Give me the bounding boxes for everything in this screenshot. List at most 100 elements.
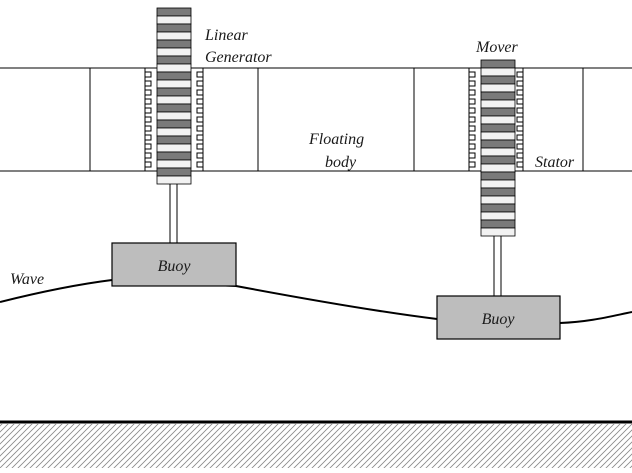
mover-left-segment [156, 119, 192, 129]
mover-left-segment [156, 167, 192, 177]
buoy-left-label: Buoy [158, 258, 192, 275]
stator-right-tooth [516, 71, 523, 78]
stator-left-tooth [145, 107, 152, 114]
mover-left-segment [156, 15, 192, 25]
buoy-right-label: Buoy [482, 311, 516, 328]
stator-teeth-right [469, 71, 523, 168]
mover-right-segment [480, 211, 516, 221]
mover-label: Mover [475, 39, 519, 56]
mover-left-segment [156, 159, 192, 169]
stator-right-tooth [469, 89, 476, 96]
mover-right-segment [480, 147, 516, 157]
stator-right-tooth [469, 143, 476, 150]
stator-right-tooth [469, 116, 476, 123]
stator-teeth-left [145, 71, 203, 168]
buoy-right [436, 295, 561, 340]
stator-right-tooth [516, 152, 523, 159]
mover-right-segment [480, 67, 516, 77]
wave-curve [0, 278, 632, 325]
linear-generator-label-line2: Generator [205, 49, 272, 66]
mover-left-segment [156, 103, 192, 113]
stator-left-tooth [145, 80, 152, 87]
stator-left-tooth [145, 161, 152, 168]
stator-left-tooth [196, 98, 203, 105]
mover-right-segment [480, 195, 516, 205]
stator-left-tooth [196, 134, 203, 141]
stator-left-tooth [145, 89, 152, 96]
stator-left-tooth [196, 143, 203, 150]
mover-left-segment [156, 175, 192, 185]
mover-right-segment [480, 155, 516, 165]
mover-left-segment [156, 111, 192, 121]
mover-left-segment [156, 127, 192, 137]
stator-right-tooth [469, 125, 476, 132]
mover-right-segment [480, 179, 516, 189]
stator-right-tooth [516, 161, 523, 168]
stator-right-tooth [516, 116, 523, 123]
buoy-left [111, 242, 237, 287]
stator-housing-left [89, 67, 259, 172]
wave-label: Wave [10, 271, 44, 288]
mover-left-segment [156, 39, 192, 49]
stator-right-tooth [469, 134, 476, 141]
stator-right-tooth [469, 161, 476, 168]
stator-right-tooth [469, 71, 476, 78]
stator-left-tooth [196, 125, 203, 132]
mover-left-segment [156, 143, 192, 153]
mover-left-segment [156, 31, 192, 41]
stator-housing-right [413, 67, 584, 172]
stator-left-tooth [196, 152, 203, 159]
stator-right-tooth [469, 107, 476, 114]
shaft-right [493, 236, 502, 296]
mover-right-segment [480, 131, 516, 141]
stator-right-tooth [516, 80, 523, 87]
mover-left-segment [156, 71, 192, 81]
mover-left-segment [156, 47, 192, 57]
floating-body-label-line2: body [325, 154, 357, 171]
stator-left-tooth [196, 161, 203, 168]
sea-floor [0, 420, 632, 468]
stator-right-tooth [516, 89, 523, 96]
mover-right-segment [480, 59, 516, 69]
mover-left-segment [156, 151, 192, 161]
mover-right-segment [480, 227, 516, 237]
mover-right-segment [480, 115, 516, 125]
stator-right-tooth [469, 152, 476, 159]
stator-label: Stator [535, 154, 575, 171]
stator-left-tooth [145, 143, 152, 150]
mover-left-segment [156, 23, 192, 33]
mover-right-segment [480, 99, 516, 109]
stator-right-tooth [469, 98, 476, 105]
mover-right-segment [480, 203, 516, 213]
stator-left-tooth [145, 152, 152, 159]
stator-left-tooth [196, 80, 203, 87]
stator-right-tooth [469, 80, 476, 87]
mover-left-segment [156, 55, 192, 65]
stator-right-tooth [516, 125, 523, 132]
stator-left-tooth [145, 125, 152, 132]
mover-left-segment [156, 87, 192, 97]
mover-right-segment [480, 91, 516, 101]
stator-left-tooth [145, 98, 152, 105]
floating-body-label-line1: Floating [308, 131, 364, 148]
mover-right-segment [480, 163, 516, 173]
mover-right-segment [480, 75, 516, 85]
stator-left-tooth [145, 116, 152, 123]
mover-left-segment [156, 135, 192, 145]
stator-left-tooth [196, 89, 203, 96]
linear-generator-label-line1: Linear [204, 27, 248, 44]
mover-right-segment [480, 139, 516, 149]
shaft-left [169, 184, 178, 243]
stator-left-tooth [196, 71, 203, 78]
mover-left-segment [156, 7, 192, 17]
stator-left-tooth [145, 134, 152, 141]
mover-left-segment [156, 63, 192, 73]
stator-left-tooth [145, 71, 152, 78]
mover-right-segment [480, 123, 516, 133]
stator-right-tooth [516, 143, 523, 150]
mover-left-segment [156, 95, 192, 105]
mover-right-segment [480, 107, 516, 117]
stator-right-tooth [516, 134, 523, 141]
mover-right-segment [480, 219, 516, 229]
